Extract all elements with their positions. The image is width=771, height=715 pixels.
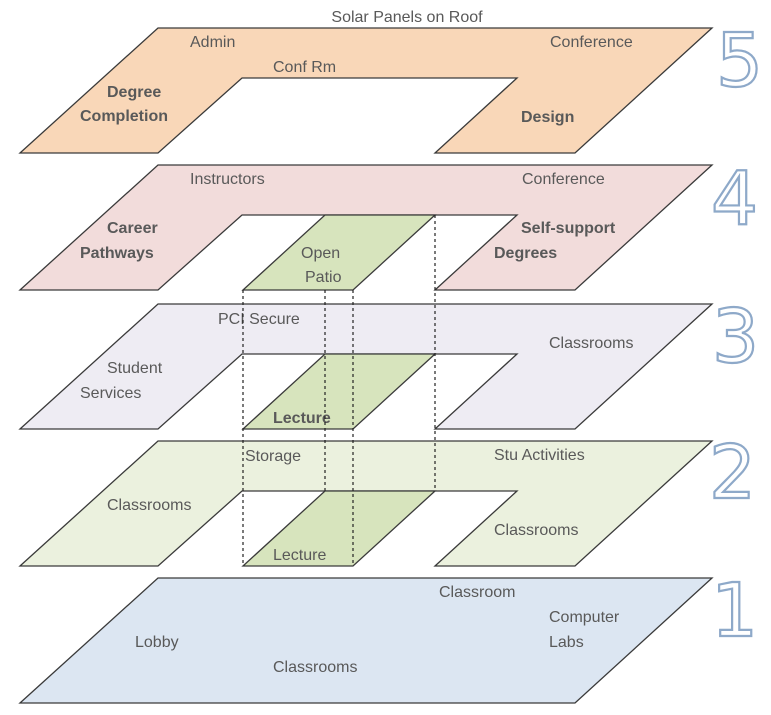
floor-4-career-label: Career bbox=[107, 220, 158, 237]
floor-4-instructors-label: Instructors bbox=[190, 171, 265, 188]
floor-1: Classroom Computer Labs Lobby Classrooms bbox=[18, 577, 714, 704]
floor-number-2: 2 bbox=[709, 430, 756, 516]
floor-5: Solar Panels on Roof Admin Conference Co… bbox=[18, 9, 714, 154]
floor-4-degrees-label: Degrees bbox=[494, 245, 557, 262]
floor-4-pathways-label: Pathways bbox=[80, 245, 154, 262]
floor-2-slab bbox=[18, 440, 714, 567]
floor-number-1: 1 bbox=[711, 568, 758, 654]
floor-2-lecture-label: Lecture bbox=[273, 547, 326, 564]
floor-5-degree-label: Degree bbox=[107, 84, 161, 101]
floor-1-computer-label: Computer bbox=[549, 609, 620, 626]
open-patio-label-1: Open bbox=[301, 245, 340, 262]
floor-5-admin-label: Admin bbox=[190, 34, 235, 51]
floor-2-storage-label: Storage bbox=[245, 448, 301, 465]
floor-2: Storage Stu Activities Classrooms Classr… bbox=[18, 440, 714, 567]
floor-5-completion-label: Completion bbox=[80, 108, 168, 125]
floor-number-5: 5 bbox=[716, 18, 763, 104]
floor-4: Instructors Conference Career Pathways S… bbox=[18, 164, 714, 291]
floor-3-slab bbox=[18, 303, 714, 430]
floor-5-slab bbox=[18, 27, 714, 154]
floor-2-classrooms-left-label: Classrooms bbox=[107, 497, 191, 514]
floor-3-lecture-label: Lecture bbox=[273, 410, 331, 427]
floor-1-classroom-label: Classroom bbox=[439, 584, 515, 601]
floor-2-classrooms-right-label: Classrooms bbox=[494, 522, 578, 539]
floor-1-classrooms-label: Classrooms bbox=[273, 659, 357, 676]
floor-5-design-label: Design bbox=[521, 109, 574, 126]
floor-2-stu-activities-label: Stu Activities bbox=[494, 447, 585, 464]
floor-3: PCI Secure Classrooms Student Services L… bbox=[18, 303, 714, 430]
floor-3-services-label: Services bbox=[80, 385, 141, 402]
floor-1-lobby-label: Lobby bbox=[135, 634, 179, 651]
floor-2-lecture-area bbox=[241, 490, 437, 567]
open-patio-label-2: Patio bbox=[305, 269, 342, 286]
floor-4-self-support-label: Self-support bbox=[521, 220, 616, 237]
floor-3-lecture-area bbox=[241, 353, 437, 430]
floor-3-classrooms-label: Classrooms bbox=[549, 335, 633, 352]
roof-label: Solar Panels on Roof bbox=[331, 9, 483, 26]
floor-5-conference-label: Conference bbox=[550, 34, 633, 51]
floor-3-student-label: Student bbox=[107, 360, 163, 377]
floor-4-conference-label: Conference bbox=[522, 171, 605, 188]
floor-4-slab bbox=[18, 164, 714, 291]
floor-3-pci-secure-label: PCI Secure bbox=[218, 311, 300, 328]
floor-numbers: 5 4 3 2 1 bbox=[708, 17, 764, 655]
floor-5-conf-rm-label: Conf Rm bbox=[273, 59, 336, 76]
floor-1-labs-label: Labs bbox=[549, 634, 584, 651]
floor-number-4: 4 bbox=[711, 156, 758, 242]
atrium-column-outline bbox=[242, 215, 436, 566]
floor-1-slab bbox=[18, 577, 714, 704]
floor-number-3: 3 bbox=[712, 294, 759, 380]
